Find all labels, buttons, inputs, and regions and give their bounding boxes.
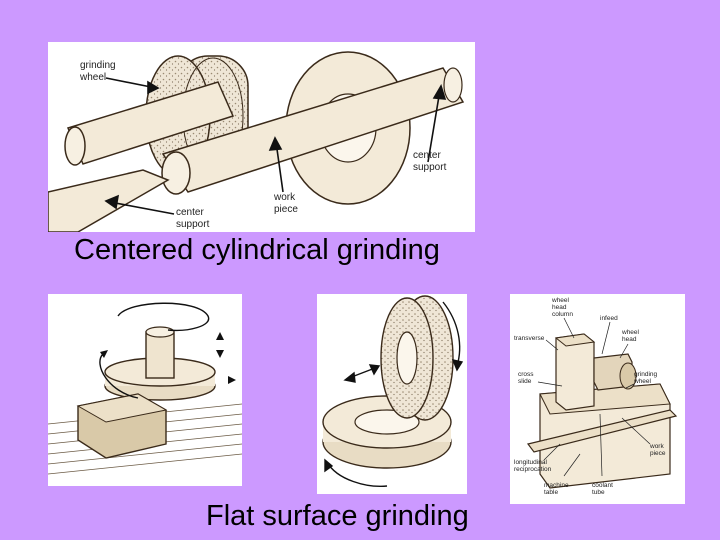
wheel-head-shape <box>593 353 637 391</box>
spindle-shape <box>145 326 175 379</box>
svg-text:cross: cross <box>518 371 534 378</box>
transverse-label: transverse <box>514 335 545 342</box>
machine-table-shape <box>526 409 678 453</box>
center-support-right-label: center support <box>413 150 447 173</box>
svg-text:piece: piece <box>650 450 666 457</box>
svg-text:table: table <box>544 489 558 496</box>
svg-text:head: head <box>622 336 637 343</box>
svg-text:support: support <box>176 219 210 230</box>
svg-text:wheel: wheel <box>633 378 652 385</box>
svg-text:wheel: wheel <box>621 329 640 336</box>
infeed-label: infeed <box>600 315 618 322</box>
horizontal-spindle-drawing <box>322 295 464 487</box>
machine-labels: wheel head column infeed transverse whee… <box>514 297 666 496</box>
center-support-left-label: center support <box>176 207 210 230</box>
wheel-head-column-shape <box>554 333 596 411</box>
svg-text:work: work <box>273 192 296 203</box>
svg-text:head: head <box>552 304 567 311</box>
svg-text:column: column <box>552 311 573 318</box>
svg-text:wheel: wheel <box>551 297 570 304</box>
grinding-wheel-machine-label: grinding wheel <box>633 371 658 385</box>
label-leader-lines <box>537 317 651 477</box>
pointer-arrows <box>104 77 447 215</box>
svg-text:grinding: grinding <box>634 371 658 378</box>
svg-text:wheel: wheel <box>79 72 106 83</box>
cylindrical-grinding-illustration: grinding wheel center support work piece… <box>48 42 475 232</box>
svg-text:center: center <box>176 207 204 218</box>
motion-arrows <box>324 301 464 487</box>
svg-text:grinding: grinding <box>80 60 116 71</box>
vertical-spindle-grinding-illustration <box>48 294 242 486</box>
svg-text:work: work <box>649 443 664 450</box>
svg-text:longitudinal: longitudinal <box>514 459 547 466</box>
machine-table-label: machine table <box>544 482 569 496</box>
block-workpiece-shape <box>76 393 168 459</box>
vertical-spindle-drawing <box>48 302 242 475</box>
cross-slide-label: cross slide <box>518 371 534 385</box>
workpiece-rod-shape <box>161 67 465 195</box>
surface-grinding-machine-illustration: wheel head column infeed transverse whee… <box>510 294 685 504</box>
rotation-arrows <box>99 302 210 399</box>
svg-text:tube: tube <box>592 489 605 496</box>
svg-text:reciprocation: reciprocation <box>514 466 552 473</box>
svg-text:slide: slide <box>518 378 532 385</box>
surface-grinding-caption: Flat surface grinding <box>206 500 469 532</box>
cylindrical-grinding-caption: Centered cylindrical grinding <box>74 234 440 266</box>
wheel-head-column-label: wheel head column <box>551 297 573 318</box>
work-piece-machine-label: work piece <box>649 443 666 457</box>
work-piece-label: work piece <box>273 192 298 215</box>
svg-text:machine: machine <box>544 482 569 489</box>
svg-text:coolant: coolant <box>592 482 613 489</box>
longitudinal-reciprocation-label: longitudinal reciprocation <box>514 459 552 473</box>
svg-text:piece: piece <box>274 204 298 215</box>
coolant-tube-label: coolant tube <box>592 482 613 496</box>
wheel-head-label: wheel head <box>621 329 640 343</box>
direction-markers <box>100 332 236 384</box>
horizontal-spindle-grinding-illustration <box>317 294 467 494</box>
surface-grinding-machine-drawing: wheel head column infeed transverse whee… <box>514 297 678 496</box>
grinding-wheel-label: grinding wheel <box>79 60 116 83</box>
wheel-spindle-shape <box>64 81 235 166</box>
svg-text:support: support <box>413 162 447 173</box>
svg-text:center: center <box>413 150 441 161</box>
cylindrical-grinding-drawing: grinding wheel center support work piece… <box>48 51 465 232</box>
upright-wheel-shape <box>380 295 454 421</box>
